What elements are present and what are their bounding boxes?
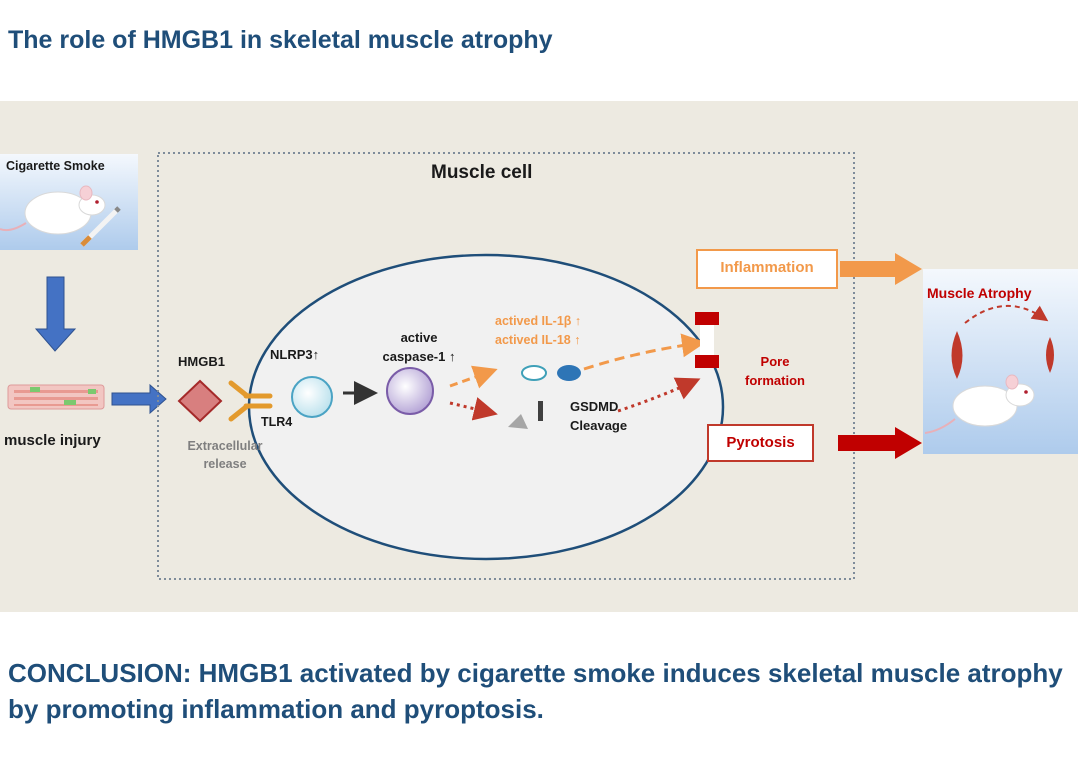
nlrp3-label: NLRP3↑ [270,347,319,362]
formation-line: formation [745,373,805,388]
arrow-caspase-il [449,365,498,389]
gsdmd-c-icon [538,401,543,421]
muscle-icon [951,305,1054,379]
page-title: The role of HMGB1 in skeletal muscle atr… [8,26,553,54]
cigarette-smoke-label: Cigarette Smoke [6,159,105,173]
hmgb1-diamond-icon [177,379,223,423]
pyrotosis-label: Pyrotosis [726,434,795,451]
extracellular-release-label: Extracellular release [183,437,267,473]
conclusion-text: CONCLUSION: HMGB1 activated by cigarette… [8,658,1063,724]
tlr4-receptor-icon [228,380,273,422]
il1b-up-arrow: ↑ [574,314,582,328]
hmgb1-label: HMGB1 [178,354,225,369]
muscle-atrophy-label: Muscle Atrophy [927,285,1032,301]
caspase-icon [386,367,434,415]
nlrp3-up-arrow: ↑ [312,347,320,362]
mouse-icon [0,185,106,235]
caspase-up-arrow: ↑ [449,349,456,364]
cell-boundary [157,152,855,580]
right-arrow-icon [111,383,167,415]
down-arrow-icon [34,276,77,352]
inflammation-arrow [840,253,922,285]
muscle-cell-label: Muscle cell [431,162,533,183]
cleavage-line: Cleavage [570,418,628,433]
il1b-text: actived IL-1β [495,314,572,328]
atrophy-mouse-icon [924,374,1035,434]
arrow-caspase-gsdmd [449,397,498,421]
arrow-gsdmd-pore [617,377,701,413]
pyrotosis-arrow [838,427,922,459]
active-line: active [400,330,438,345]
inflammation-box [696,249,838,289]
diagram-graphics [0,152,1078,580]
cigarette-icon [80,206,121,247]
caspase-line: caspase-1 [382,349,446,364]
gsdmd-line: GSDMD [570,399,619,414]
mechanism-diagram: Cigarette Smoke muscle injury Muscle cel… [0,101,1078,612]
pore-line: Pore [760,354,790,369]
gsdmd-n-icon [508,414,528,429]
muscle-fiber-icon [7,384,105,410]
nlrp3-icon [291,376,333,418]
pyrotosis-box [707,424,814,462]
nlrp3-text: NLRP3 [270,347,313,362]
pore-formation-label: Pore formation [733,352,817,390]
gsdmd-label: GSDMD Cleavage [570,397,627,435]
release-line: release [203,457,247,471]
active-caspase-label: active caspase-1 ↑ [364,328,474,366]
inflammation-label: Inflammation [720,259,814,276]
il18-up-arrow: ↑ [574,333,581,347]
muscle-injury-label: muscle injury [4,432,101,449]
il18-icon [557,365,581,381]
il18-text: actived IL-18 [495,333,571,347]
tlr4-label: TLR4 [261,415,293,429]
il-label: actived IL-1β ↑ actived IL-18 ↑ [495,312,581,350]
extracellular-line: Extracellular [187,439,263,453]
pore-icon [695,312,719,368]
il1b-icon [521,365,547,381]
